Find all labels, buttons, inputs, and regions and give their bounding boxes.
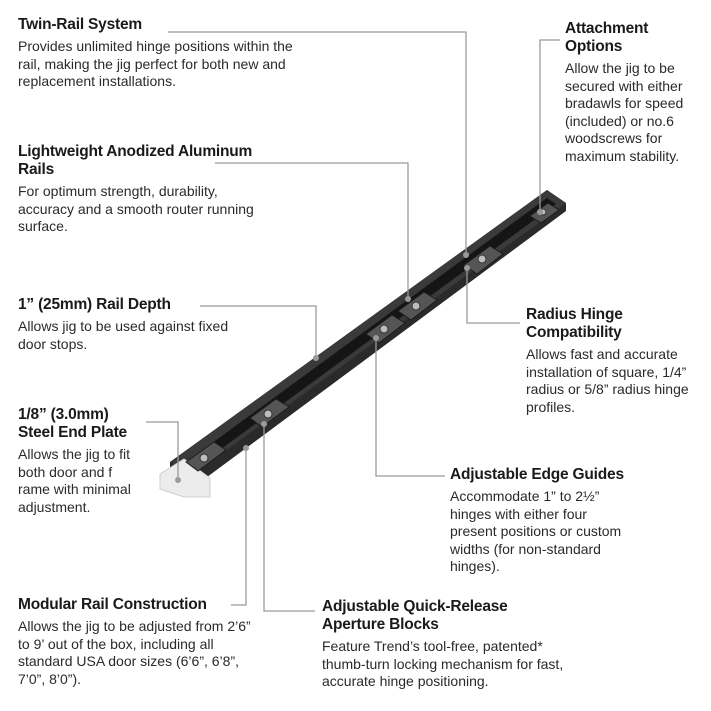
callout-edge-guides: Adjustable Edge Guides Accommodate 1” to…: [450, 466, 635, 576]
leader-radius-hinge: [466, 270, 520, 324]
thumb-turn-knob-5: [477, 254, 487, 264]
leader-twin-rail: [168, 31, 467, 253]
callout-attachment-title: Attachment Options: [565, 20, 649, 55]
leader-dot-rail-depth: [313, 355, 319, 361]
leader-dot-edge-guides: [373, 335, 379, 341]
leader-end-plate: [146, 421, 179, 478]
leader-dot-attachment: [537, 209, 543, 215]
callout-quick-release-body: Feature Trend’s tool-free, patented* thu…: [322, 638, 564, 689]
callout-twin-rail: Twin-Rail System Provides unlimited hing…: [18, 16, 318, 91]
callout-twin-rail-body: Provides unlimited hinge positions withi…: [18, 38, 293, 89]
leader-quick-release: [263, 426, 315, 612]
callout-attachment-body: Allow the jig to be secured with either …: [565, 60, 684, 164]
leader-edge-guides: [375, 340, 445, 477]
callout-radius-hinge-title: Radius Hinge Compatibility: [526, 306, 623, 341]
leader-dot-radius-hinge: [464, 265, 470, 271]
callout-rail-depth-body: Allows jig to be used against fixed door…: [18, 318, 229, 352]
leader-rail-depth: [200, 305, 317, 356]
callout-aluminum-title: Lightweight Anodized Aluminum Rails: [18, 143, 253, 178]
callout-aluminum-body: For optimum strength, durability, accura…: [18, 183, 254, 234]
leader-dot-aluminum: [405, 296, 411, 302]
leader-attachment: [539, 39, 560, 210]
callout-rail-depth: 1” (25mm) Rail Depth Allows jig to be us…: [18, 296, 233, 353]
thumb-turn-knobs: [199, 208, 547, 463]
callout-quick-release: Adjustable Quick-Release Aperture Blocks…: [322, 598, 572, 691]
callout-modular-title: Modular Rail Construction: [18, 596, 207, 613]
callout-radius-hinge: Radius Hinge Compatibility Allows fast a…: [526, 306, 706, 416]
callout-end-plate: 1/8” (3.0mm) Steel End Plate Allows the …: [18, 406, 146, 516]
callout-radius-hinge-body: Allows fast and accurate installation of…: [526, 346, 689, 415]
leader-dot-quick-release: [261, 421, 267, 427]
thumb-turn-knob-3: [379, 324, 389, 334]
leader-dot-twin-rail: [463, 252, 469, 258]
thumb-turn-knob-2: [263, 409, 273, 419]
callout-edge-guides-body: Accommodate 1” to 2½” hinges with either…: [450, 488, 622, 574]
callout-twin-rail-title: Twin-Rail System: [18, 16, 142, 33]
callout-end-plate-title: 1/8” (3.0mm) Steel End Plate: [18, 406, 127, 441]
callout-attachment: Attachment Options Allow the jig to be s…: [565, 20, 705, 165]
callout-modular: Modular Rail Construction Allows the jig…: [18, 596, 258, 688]
callout-edge-guides-title: Adjustable Edge Guides: [450, 466, 624, 483]
leader-dot-modular: [243, 445, 249, 451]
thumb-turn-knob-1: [199, 453, 209, 463]
callout-end-plate-body: Allows the jig to fit both door and f ra…: [18, 446, 131, 515]
leader-aluminum: [215, 162, 409, 297]
callout-quick-release-title: Adjustable Quick-Release Aperture Blocks: [322, 598, 508, 633]
leader-modular: [231, 450, 247, 606]
callout-modular-body: Allows the jig to be adjusted from 2’6” …: [18, 618, 251, 687]
leader-dot-end-plate: [175, 477, 181, 483]
thumb-turn-knob-4: [411, 301, 421, 311]
callout-aluminum: Lightweight Anodized Aluminum Rails For …: [18, 143, 258, 236]
callout-rail-depth-title: 1” (25mm) Rail Depth: [18, 296, 171, 313]
steel-end-plate: [159, 458, 211, 498]
